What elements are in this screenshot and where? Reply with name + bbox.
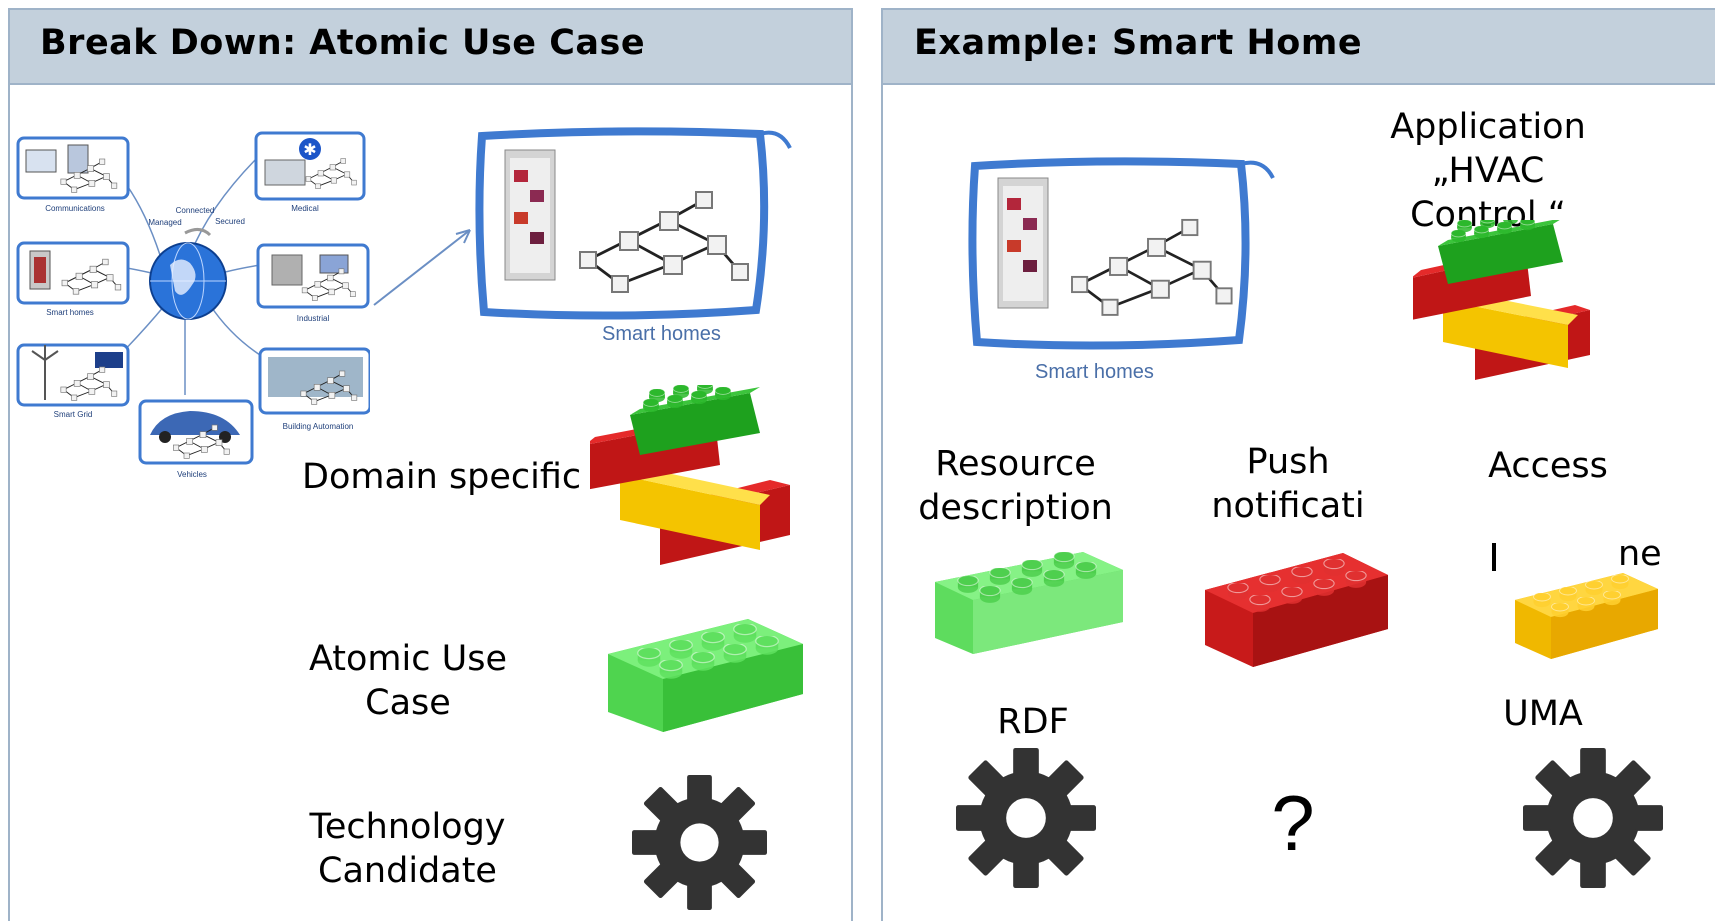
right-panel-title: Example: Smart Home: [914, 23, 1363, 63]
tech-uma-label: UMA: [1503, 694, 1583, 734]
col2-line2: notificati: [1211, 486, 1365, 526]
right-panel-header: Example: Smart Home: [883, 10, 1715, 85]
app-line1: Application: [1390, 107, 1586, 147]
left-panel-header: Break Down: Atomic Use Case: [10, 10, 851, 85]
left-smart-homes-caption: Smart homes: [602, 323, 721, 345]
lego-stack-icon: [1413, 220, 1590, 380]
right-smart-homes-caption: Smart homes: [1035, 361, 1154, 383]
atomic-use-case-label: Atomic Use Case: [270, 637, 546, 725]
caption-communications: Communications: [45, 204, 105, 213]
left-panel-title: Break Down: Atomic Use Case: [40, 23, 646, 63]
lego-stack-icon: [590, 385, 790, 565]
svg-text:✱: ✱: [303, 140, 316, 159]
caption-industrial: Industrial: [297, 314, 330, 323]
col1-line1: Resource: [935, 444, 1096, 484]
col2-line1: Push: [1246, 442, 1330, 482]
fridge-icon: [997, 177, 1049, 309]
tech-label-line1: Technology: [309, 807, 506, 847]
caption-vehicles: Vehicles: [177, 470, 207, 479]
gear-icon: [956, 748, 1096, 888]
lego-brick-icon: [1515, 573, 1658, 659]
atomic-label-line1: Atomic Use: [308, 639, 508, 679]
lego-brick-icon: [935, 552, 1123, 654]
gear-icon: [1523, 748, 1663, 888]
lego-brick-icon: [608, 619, 803, 732]
technology-candidate-label: Technology Candidate: [265, 805, 550, 893]
access-management-label: Access: [1453, 444, 1643, 488]
atomic-label-line2: Case: [365, 683, 451, 723]
app-line2: „HVAC: [1431, 151, 1545, 191]
col3-line1: Access: [1488, 446, 1608, 486]
col1-line2: description: [918, 488, 1113, 528]
access-management-label-tail: ne: [1618, 534, 1662, 574]
center-label-connected: Connected: [176, 206, 215, 215]
center-label-secured: Secured: [215, 217, 245, 226]
tech-unknown-label: ?: [1271, 779, 1315, 867]
push-notification-label: Push notificati: [1198, 440, 1378, 528]
zoom-arrow: [373, 229, 471, 306]
caption-building-automation: Building Automation: [283, 422, 354, 431]
resource-description-label: Resource description: [903, 442, 1128, 530]
iot-domains-diagram: ✱ Communications Medical Smart homes Ind…: [16, 131, 370, 479]
access-label-fragment: [1492, 543, 1496, 571]
center-label-managed: Managed: [148, 218, 181, 227]
caption-smart-grid: Smart Grid: [54, 410, 93, 419]
smart-homes-image: Smart homes: [968, 157, 1275, 383]
globe-icon: [149, 242, 227, 320]
caption-medical: Medical: [291, 204, 319, 213]
application-label: Application „HVAC Control “: [1368, 105, 1608, 237]
smart-homes-image: Smart homes: [475, 127, 792, 345]
fridge-icon: [504, 149, 556, 281]
gear-icon: [632, 775, 767, 910]
tech-label-line2: Candidate: [318, 851, 497, 891]
tech-rdf-label: RDF: [997, 702, 1069, 742]
domain-specific-label: Domain specific: [302, 457, 582, 497]
lego-brick-icon: [1205, 553, 1388, 667]
left-panel: Break Down: Atomic Use Case ✱: [8, 8, 853, 921]
caption-smart-homes: Smart homes: [46, 308, 94, 317]
right-panel: Example: Smart Home Smart homes Applicat…: [881, 8, 1715, 921]
